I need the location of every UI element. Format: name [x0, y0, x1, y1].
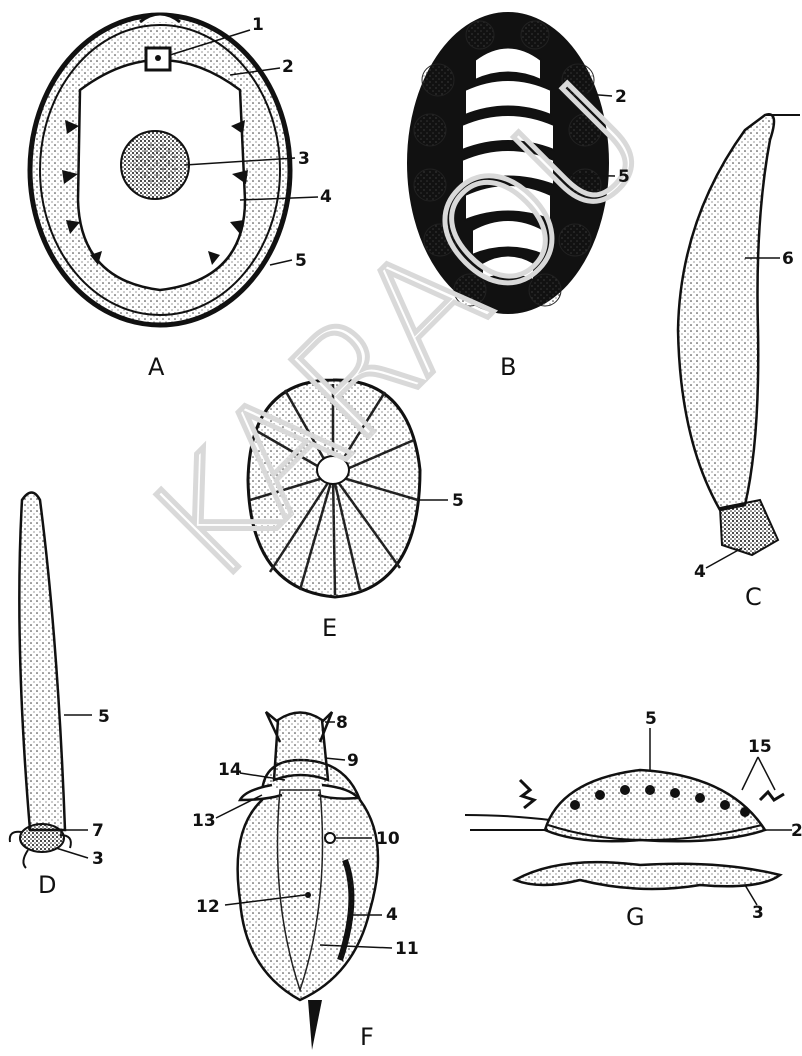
- callout-g-15: 15: [748, 737, 772, 757]
- callout-f-11: 11: [395, 939, 419, 959]
- panel-c-label: C: [745, 583, 762, 611]
- callout-d-3: 3: [92, 849, 104, 869]
- callout-b-2: 2: [615, 87, 627, 107]
- panel-d: [10, 493, 92, 869]
- panel-f-label: F: [360, 1023, 374, 1051]
- callout-a-4: 4: [320, 187, 332, 207]
- panel-a: [30, 14, 318, 325]
- panel-b-label: B: [500, 353, 516, 381]
- callout-a-5: 5: [295, 251, 307, 271]
- panel-d-label: D: [38, 871, 56, 899]
- callout-d-5: 5: [98, 707, 110, 727]
- callout-c-6: 6: [782, 249, 794, 269]
- callout-f-4: 4: [386, 905, 398, 925]
- callout-d-7: 7: [92, 821, 104, 841]
- panel-f: [216, 712, 392, 1050]
- callout-g-3: 3: [752, 903, 764, 923]
- panel-a-label: A: [148, 353, 165, 381]
- callout-a-3: 3: [298, 149, 310, 169]
- panel-e-label: E: [322, 614, 337, 642]
- callout-e-5: 5: [452, 491, 464, 511]
- callout-b-5: 5: [618, 167, 630, 187]
- callout-f-8: 8: [336, 713, 348, 733]
- callout-g-5: 5: [645, 709, 657, 729]
- callout-f-13: 13: [192, 811, 216, 831]
- callout-f-10: 10: [376, 829, 400, 849]
- callout-f-12: 12: [196, 897, 220, 917]
- callout-c-4: 4: [694, 562, 706, 582]
- panel-g: [465, 728, 792, 905]
- panel-g-label: G: [626, 903, 645, 931]
- callout-a-1: 1: [252, 15, 264, 35]
- callout-a-2: 2: [282, 57, 294, 77]
- panel-c: [678, 114, 800, 568]
- callout-f-9: 9: [347, 751, 359, 771]
- callout-f-14: 14: [218, 760, 242, 780]
- callout-g-2: 2: [791, 821, 802, 841]
